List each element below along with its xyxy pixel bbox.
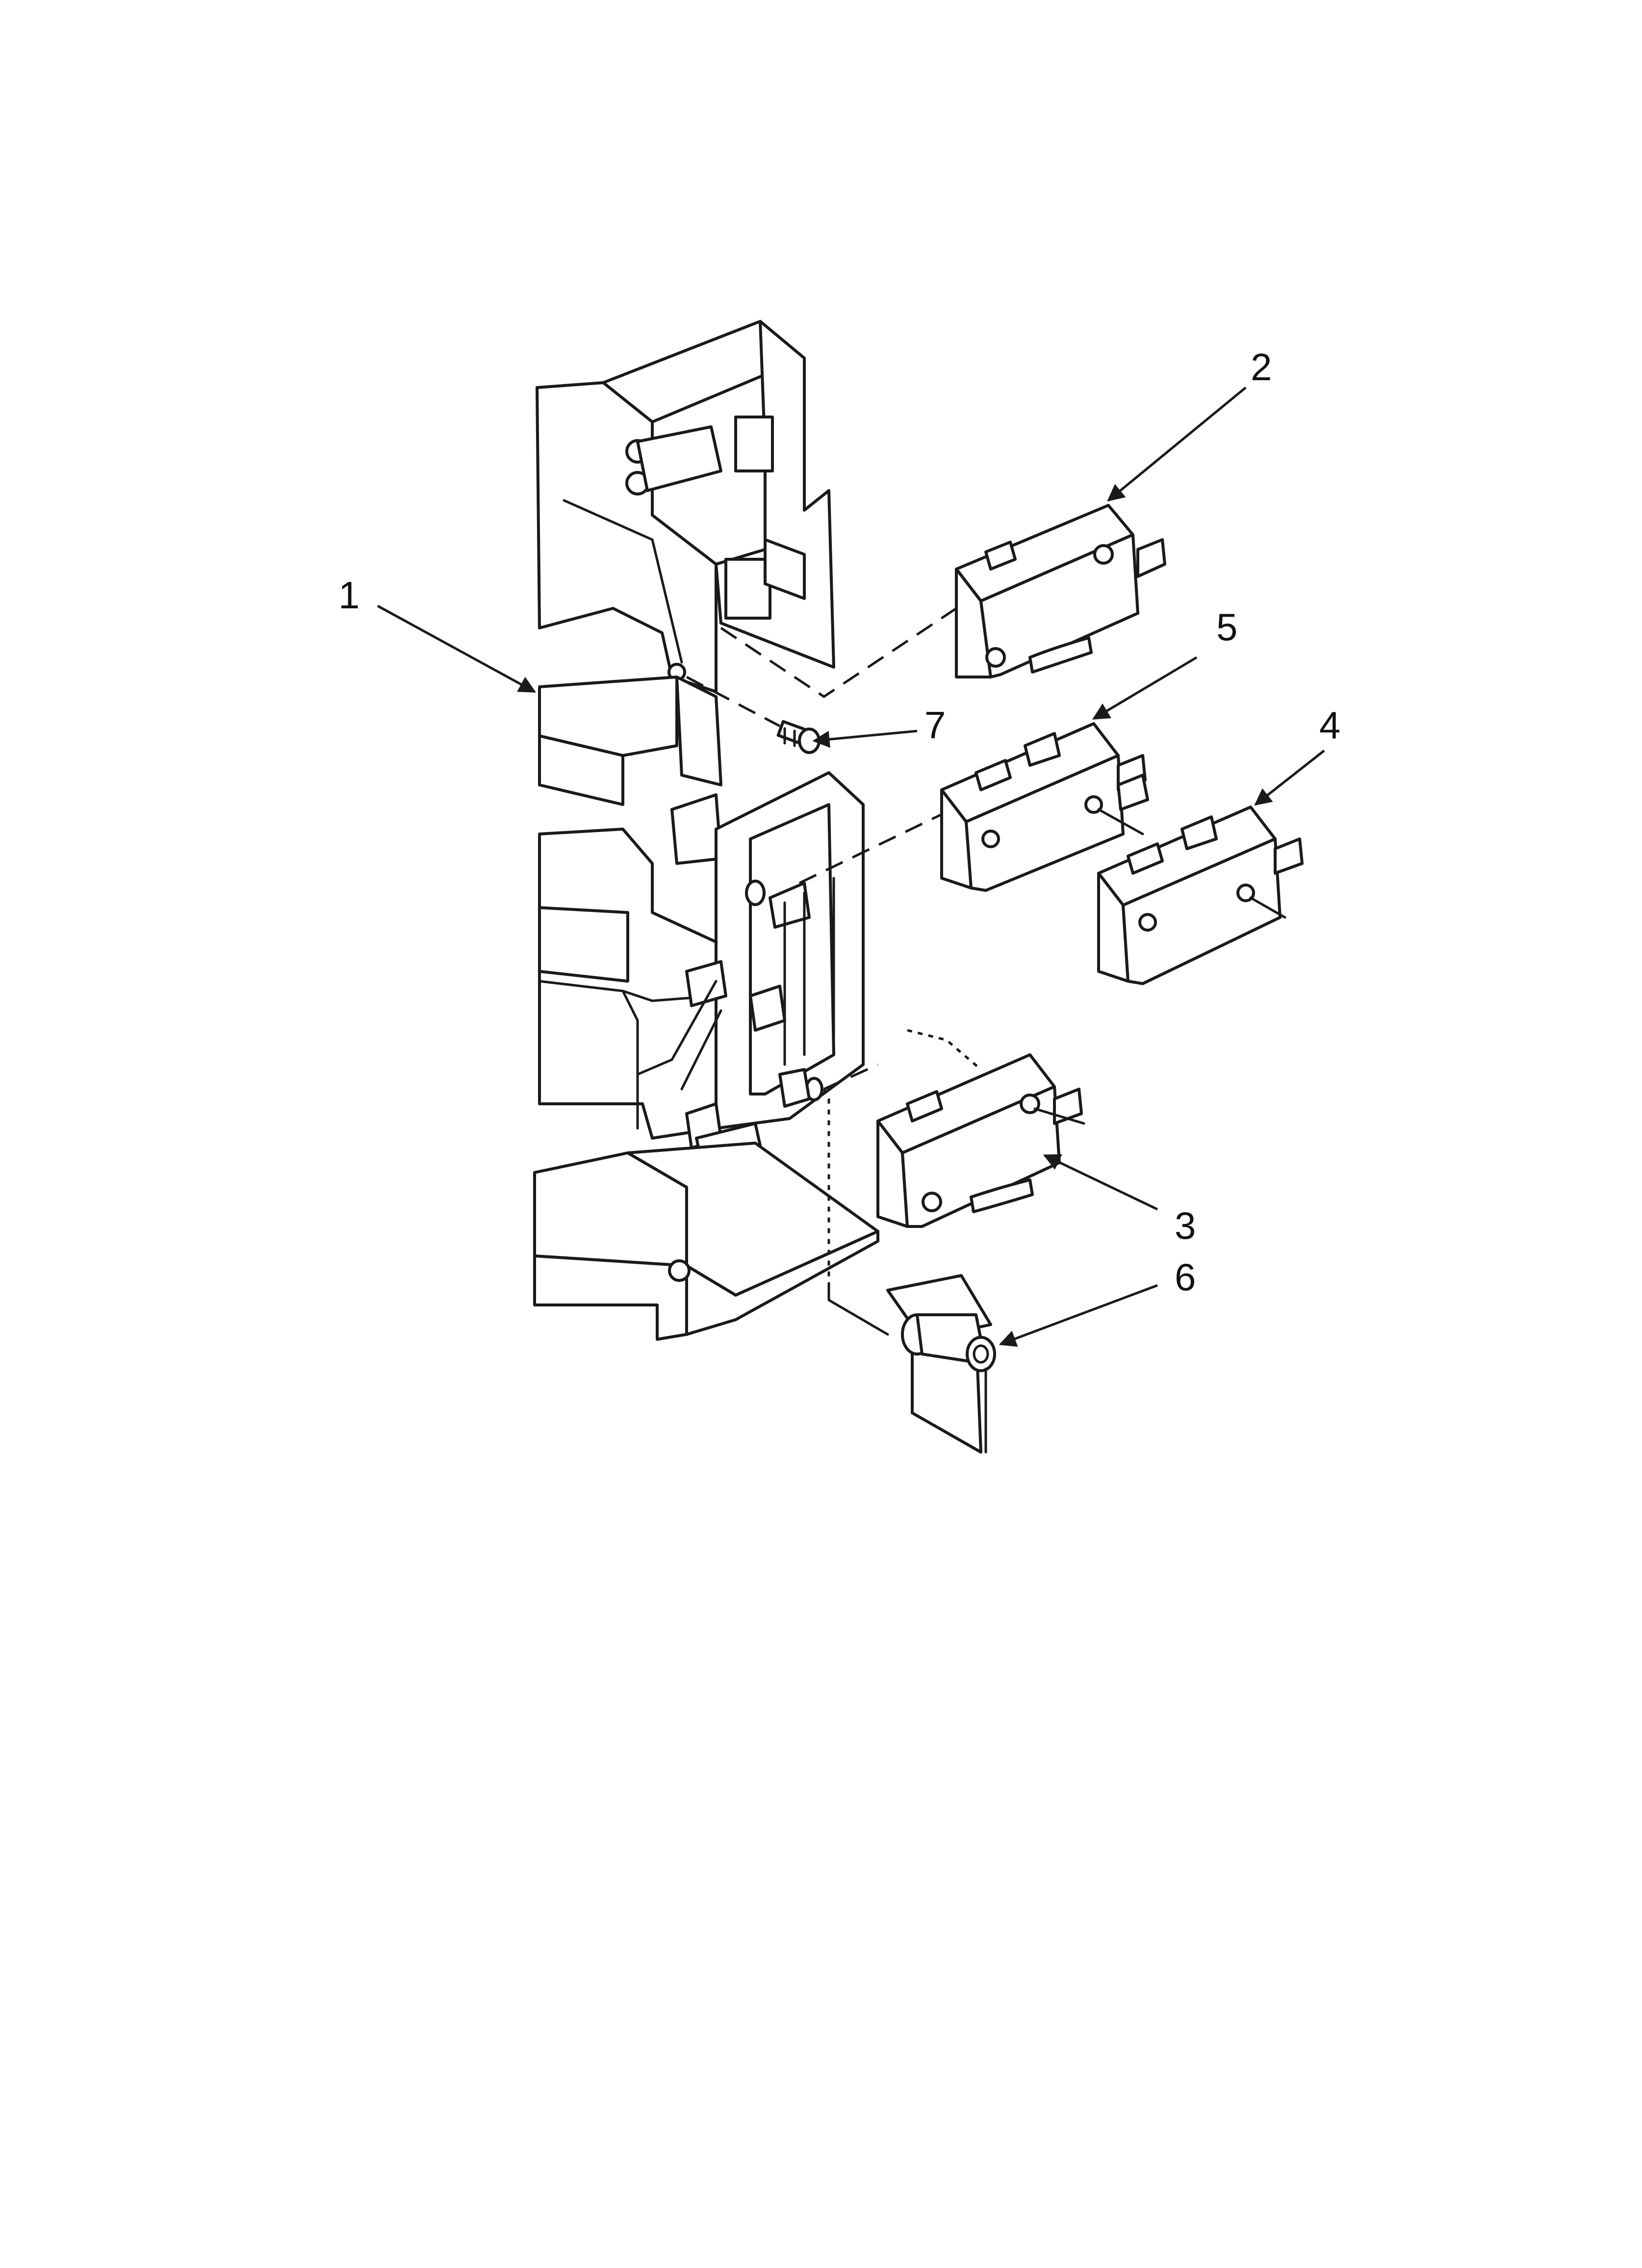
callout-1: 1 — [338, 574, 359, 617]
micro-switch-2 — [955, 504, 1166, 678]
callout-6: 6 — [1175, 1255, 1196, 1299]
latch-bracket-part — [533, 320, 879, 1341]
callout-3: 3 — [1175, 1204, 1196, 1247]
callout-4: 4 — [1319, 704, 1340, 747]
assembly-guide-lines — [686, 607, 982, 1336]
latch-lever-6 — [886, 1274, 996, 1454]
callout-2: 2 — [1251, 345, 1272, 389]
micro-switch-3 — [876, 1053, 1085, 1228]
micro-switch-5 — [940, 722, 1149, 892]
callout-5: 5 — [1216, 605, 1237, 649]
callout-7: 7 — [924, 704, 946, 747]
screw-7 — [776, 720, 821, 754]
callout-labels: 1 2 5 4 7 3 6 — [338, 345, 1340, 1299]
micro-switch-4 — [1097, 806, 1304, 985]
callout-leaders — [377, 387, 1325, 1347]
